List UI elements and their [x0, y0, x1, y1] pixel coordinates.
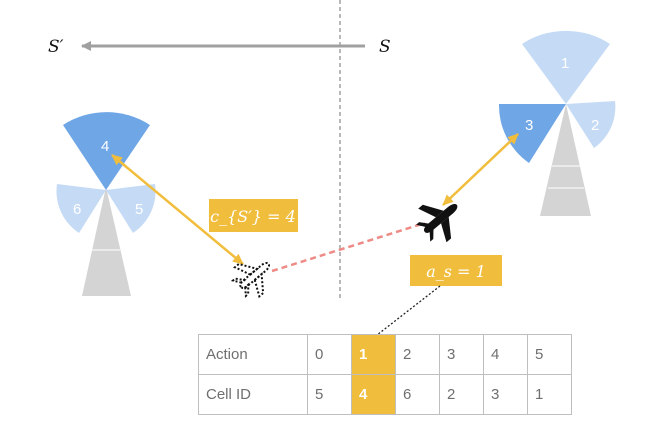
right-association-link	[442, 133, 519, 206]
left-sector-6	[56, 184, 106, 233]
table-cell: 3	[439, 334, 484, 375]
state-label: S	[379, 37, 391, 57]
left-tower-body	[82, 187, 131, 296]
right-sector-3-label: 3	[525, 117, 533, 134]
table-cell: 6	[395, 374, 440, 415]
next-state-label: S′	[48, 37, 64, 57]
left-sector-5-label: 5	[135, 201, 143, 218]
airplane-outline-icon	[230, 262, 271, 299]
left-sector-6-label: 6	[73, 201, 81, 218]
table-cell: 4	[483, 334, 528, 375]
left-sector-4	[63, 112, 150, 190]
left-association-link	[111, 154, 244, 265]
table-cell: 2	[395, 334, 440, 375]
table-cell: 2	[439, 374, 484, 415]
action-tag: a_s = 1	[410, 255, 502, 286]
table-row-cell-id: Cell ID 5 4 6 2 3 1	[198, 374, 572, 415]
right-sector-1	[522, 30, 610, 104]
table-cell: 3	[483, 374, 528, 415]
table-header-action: Action	[198, 334, 308, 375]
table-cell: 5	[527, 334, 572, 375]
interference-link	[271, 221, 426, 273]
table-cell: 0	[307, 334, 352, 375]
airplane-icon	[416, 203, 458, 243]
right-sector-1-label: 1	[561, 55, 569, 72]
table-cell-highlighted: 1	[351, 334, 396, 375]
cost-tag: c_{S′} = 4	[209, 199, 298, 232]
left-base-station: 4 6 5	[56, 112, 156, 296]
action-cell-table: Action 0 1 2 3 4 5 Cell ID 5 4 6 2 3 1	[198, 334, 572, 415]
table-cell: 1	[527, 374, 572, 415]
table-cell-highlighted: 4	[351, 374, 396, 415]
table-cell: 5	[307, 374, 352, 415]
right-sector-2-label: 2	[591, 117, 599, 134]
right-base-station: 1 3 2	[498, 30, 616, 216]
right-sector-2	[566, 101, 616, 148]
action-label: a_s = 1	[426, 262, 486, 281]
table-row-action: Action 0 1 2 3 4 5	[198, 334, 572, 375]
cost-label: c_{S′} = 4	[210, 207, 296, 226]
action-pointer	[367, 285, 441, 343]
left-sector-4-label: 4	[101, 138, 109, 155]
table-header-cell-id: Cell ID	[198, 374, 308, 415]
